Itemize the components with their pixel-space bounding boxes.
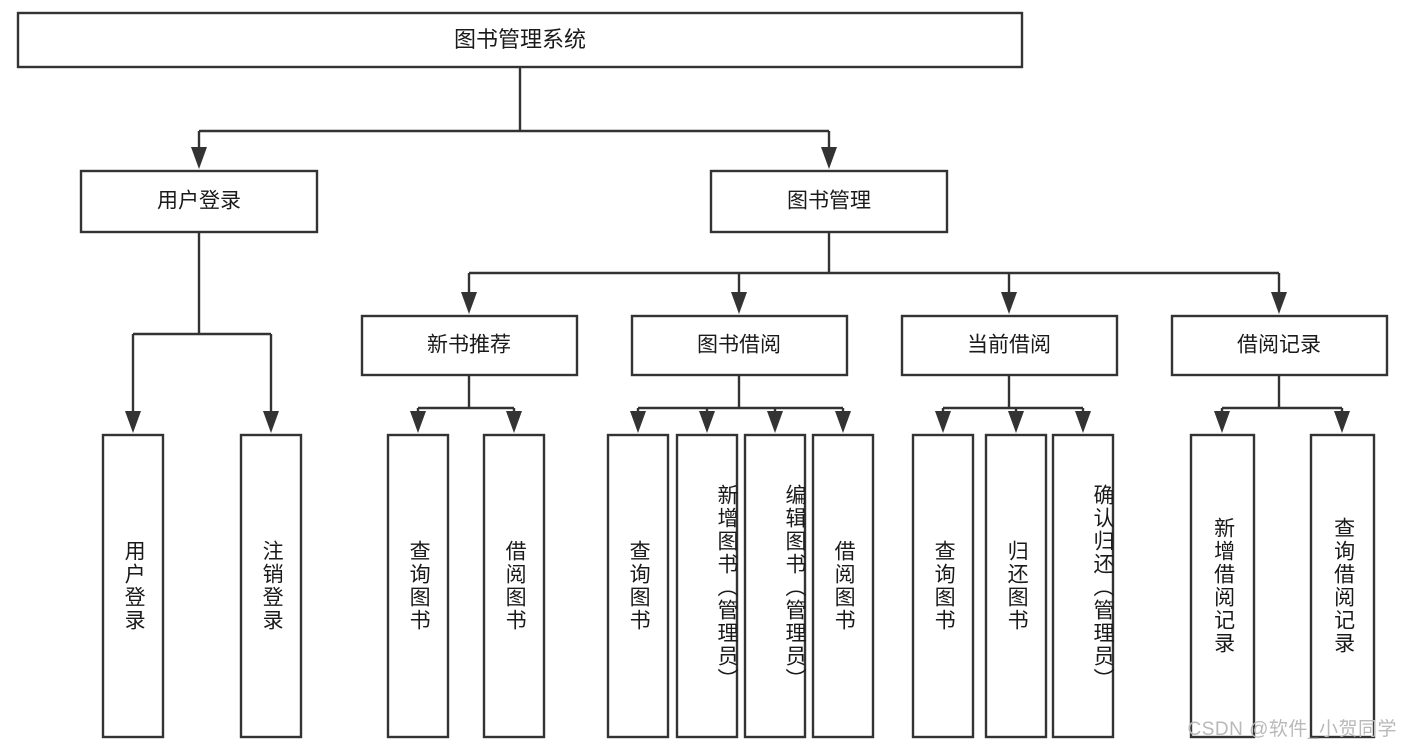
csdn-watermark: CSDN @软件_小贺同学 — [1187, 719, 1397, 740]
connector-group-current-borrow-to-leaves — [935, 375, 1091, 433]
connector-group-book-borrow-to-leaves — [630, 375, 851, 433]
leaf-box-add-record[interactable] — [1189, 433, 1256, 739]
arrow-head-leaf-borrow-book — [835, 411, 851, 433]
arrow-head-leaf-query-book-current — [935, 411, 951, 433]
leaf-box-query-book-borrow[interactable] — [606, 433, 670, 739]
leaf-box-user-login[interactable] — [101, 433, 165, 739]
node-user-login-label: 用户登录 — [157, 190, 241, 213]
node-user-login[interactable]: 用户登录 — [79, 169, 319, 234]
node-book-manage-label: 图书管理 — [787, 190, 871, 213]
arrow-head-leaf-query-book-rec — [410, 411, 426, 433]
leaf-box-borrow-book-rec[interactable] — [482, 433, 546, 739]
leaf-box-group — [101, 433, 1376, 739]
node-root[interactable]: 图书管理系统 — [16, 11, 1024, 69]
connector-group-new-book-rec-to-leaves — [410, 375, 522, 433]
node-book-borrow-label: 图书借阅 — [697, 334, 781, 357]
leaf-box-return-book[interactable] — [984, 433, 1048, 739]
node-current-borrow[interactable]: 当前借阅 — [900, 314, 1119, 377]
arrow-head-leaf-return-book — [1008, 411, 1024, 433]
arrow-head-book-borrow — [731, 292, 747, 314]
arrow-head-leaf-borrow-book-rec — [506, 411, 522, 433]
node-root-label: 图书管理系统 — [454, 27, 586, 52]
leaf-box-add-book[interactable] — [675, 433, 739, 739]
arrow-head-book-manage — [821, 147, 837, 169]
node-book-borrow[interactable]: 图书借阅 — [630, 314, 849, 377]
arrow-head-current-borrow — [1001, 292, 1017, 314]
connector-group-borrow-record-to-leaves — [1214, 375, 1350, 433]
arrow-head-leaf-query-record — [1334, 411, 1350, 433]
leaf-box-borrow-book[interactable] — [811, 433, 875, 739]
node-root-box[interactable] — [16, 11, 1024, 69]
connector-group-root-to-level2 — [191, 67, 837, 169]
arrow-head-borrow-record — [1271, 292, 1287, 314]
node-current-borrow-box[interactable] — [900, 314, 1119, 377]
leaf-box-edit-book[interactable] — [743, 433, 807, 739]
leaf-box-query-book-current[interactable] — [911, 433, 975, 739]
arrow-head-new-book-rec — [461, 292, 477, 314]
node-borrow-record-box[interactable] — [1170, 314, 1389, 377]
node-borrow-record[interactable]: 借阅记录 — [1170, 314, 1389, 377]
connector-group-book-manage-to-level3 — [461, 232, 1287, 314]
arrow-head-leaf-add-record — [1214, 411, 1230, 433]
node-user-login-box[interactable] — [79, 169, 319, 234]
arrow-head-leaf-user-login — [125, 411, 141, 433]
leaf-box-query-record[interactable] — [1309, 433, 1376, 739]
node-book-borrow-box[interactable] — [630, 314, 849, 377]
arrow-head-leaf-query-book-borrow — [630, 411, 646, 433]
arrow-head-leaf-add-book — [699, 411, 715, 433]
node-book-manage-box[interactable] — [709, 169, 949, 234]
node-new-book-rec-label: 新书推荐 — [427, 334, 511, 357]
node-borrow-record-label: 借阅记录 — [1237, 334, 1321, 357]
leaf-box-confirm-return[interactable] — [1051, 433, 1115, 739]
node-new-book-rec[interactable]: 新书推荐 — [360, 314, 579, 377]
arrow-head-leaf-confirm-return — [1075, 411, 1091, 433]
arrow-head-leaf-edit-book — [767, 411, 783, 433]
node-current-borrow-label: 当前借阅 — [967, 334, 1051, 357]
leaf-box-user-logout[interactable] — [239, 433, 303, 739]
node-book-manage[interactable]: 图书管理 — [709, 169, 949, 234]
leaf-box-query-book-rec[interactable] — [386, 433, 450, 739]
node-new-book-rec-box[interactable] — [360, 314, 579, 377]
arrow-head-user-login — [191, 147, 207, 169]
arrow-head-leaf-user-logout — [263, 411, 279, 433]
connector-group-user-login-to-leaves — [125, 232, 279, 433]
